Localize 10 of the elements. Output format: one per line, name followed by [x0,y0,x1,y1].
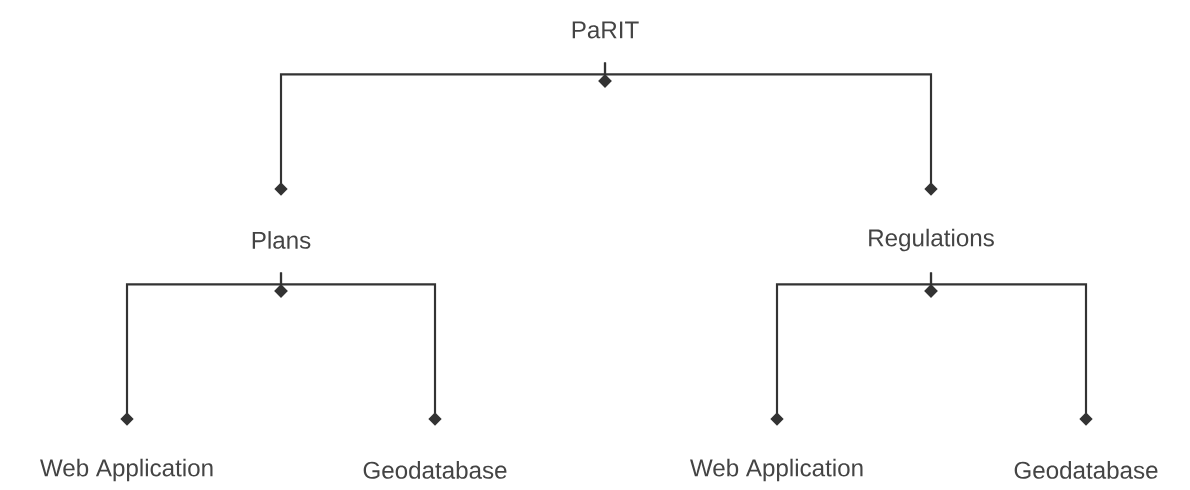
node-label: Regulations [869,228,994,252]
node-label: Geodatabase [1014,461,1158,479]
node-label: PaRIT [572,21,639,39]
node-label: Plans [252,231,311,249]
node-label: Geodatabase [363,461,507,479]
connector [924,272,1093,426]
connector [598,62,938,196]
node-label: Web Application [40,458,213,482]
connector [274,272,442,426]
node-label: Web Application [690,458,863,482]
